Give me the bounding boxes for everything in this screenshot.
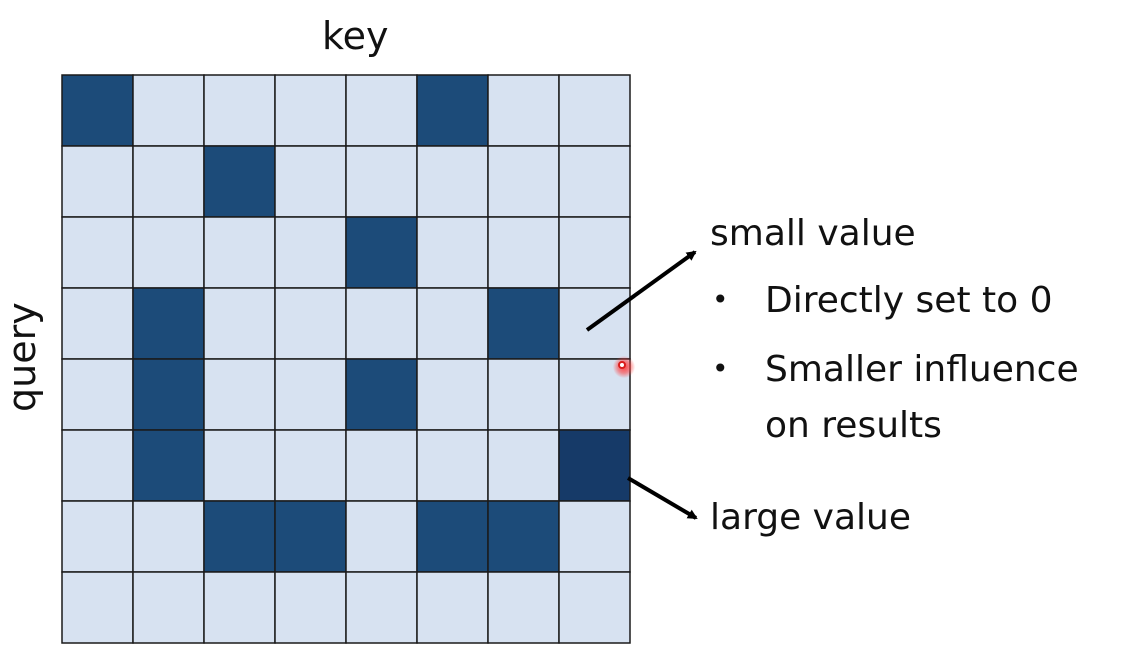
matrix-cell-r3-c0 <box>61 287 134 360</box>
matrix-cell-r5-c6 <box>487 429 560 502</box>
matrix-cell-r6-c1 <box>132 500 205 573</box>
matrix-cell-r3-c1 <box>132 287 205 360</box>
matrix-cell-r7-c1 <box>132 571 205 644</box>
cursor-pointer-icon <box>618 361 626 369</box>
matrix-cell-r2-c7 <box>558 216 631 289</box>
matrix-cell-r1-c1 <box>132 145 205 218</box>
arrow-to-large-value <box>626 476 698 520</box>
matrix-cell-r6-c0 <box>61 500 134 573</box>
matrix-cell-r0-c2 <box>203 74 276 147</box>
matrix-cell-r0-c7 <box>558 74 631 147</box>
matrix-cell-r3-c6 <box>487 287 560 360</box>
matrix-cell-r0-c0 <box>61 74 134 147</box>
matrix-cell-r7-c6 <box>487 571 560 644</box>
bullet-item-smaller-influence: Smaller influence <box>765 349 1079 390</box>
matrix-cell-r5-c4 <box>345 429 418 502</box>
matrix-cell-r5-c0 <box>61 429 134 502</box>
matrix-cell-r7-c7 <box>558 571 631 644</box>
matrix-cell-r5-c7 <box>558 429 631 502</box>
small-value-label: small value <box>710 213 916 254</box>
matrix-cell-r6-c5 <box>416 500 489 573</box>
matrix-cell-r3-c7 <box>558 287 631 360</box>
matrix-cell-r2-c5 <box>416 216 489 289</box>
matrix-cell-r1-c3 <box>274 145 347 218</box>
arrow-to-small-value <box>585 250 697 332</box>
matrix-cell-r1-c4 <box>345 145 418 218</box>
matrix-cell-r2-c6 <box>487 216 560 289</box>
matrix-cell-r2-c1 <box>132 216 205 289</box>
bullet-item-smaller-influence-cont: on results <box>765 405 942 446</box>
matrix-cell-r4-c5 <box>416 358 489 431</box>
matrix-cell-r5-c2 <box>203 429 276 502</box>
matrix-cell-r5-c5 <box>416 429 489 502</box>
matrix-cell-r6-c2 <box>203 500 276 573</box>
matrix-cell-r0-c1 <box>132 74 205 147</box>
matrix-cell-r7-c3 <box>274 571 347 644</box>
matrix-cell-r3-c5 <box>416 287 489 360</box>
matrix-cell-r1-c5 <box>416 145 489 218</box>
matrix-cell-r2-c4 <box>345 216 418 289</box>
matrix-cell-r7-c2 <box>203 571 276 644</box>
matrix-cell-r1-c6 <box>487 145 560 218</box>
matrix-cell-r5-c3 <box>274 429 347 502</box>
matrix-cell-r7-c5 <box>416 571 489 644</box>
matrix-cell-r2-c0 <box>61 216 134 289</box>
matrix-cell-r7-c4 <box>345 571 418 644</box>
matrix-cell-r6-c6 <box>487 500 560 573</box>
large-value-label: large value <box>710 497 912 538</box>
matrix-cell-r6-c7 <box>558 500 631 573</box>
matrix-cell-r6-c3 <box>274 500 347 573</box>
matrix-cell-r1-c7 <box>558 145 631 218</box>
bullet-marker-1: • <box>712 283 729 316</box>
bullet-marker-2: • <box>712 352 729 385</box>
matrix-cell-r1-c0 <box>61 145 134 218</box>
matrix-cell-r3-c4 <box>345 287 418 360</box>
matrix-cell-r4-c6 <box>487 358 560 431</box>
key-axis-label: key <box>322 14 389 58</box>
bullet-item-directly-set: Directly set to 0 <box>765 280 1053 321</box>
matrix-cell-r7-c0 <box>61 571 134 644</box>
matrix-cell-r2-c2 <box>203 216 276 289</box>
